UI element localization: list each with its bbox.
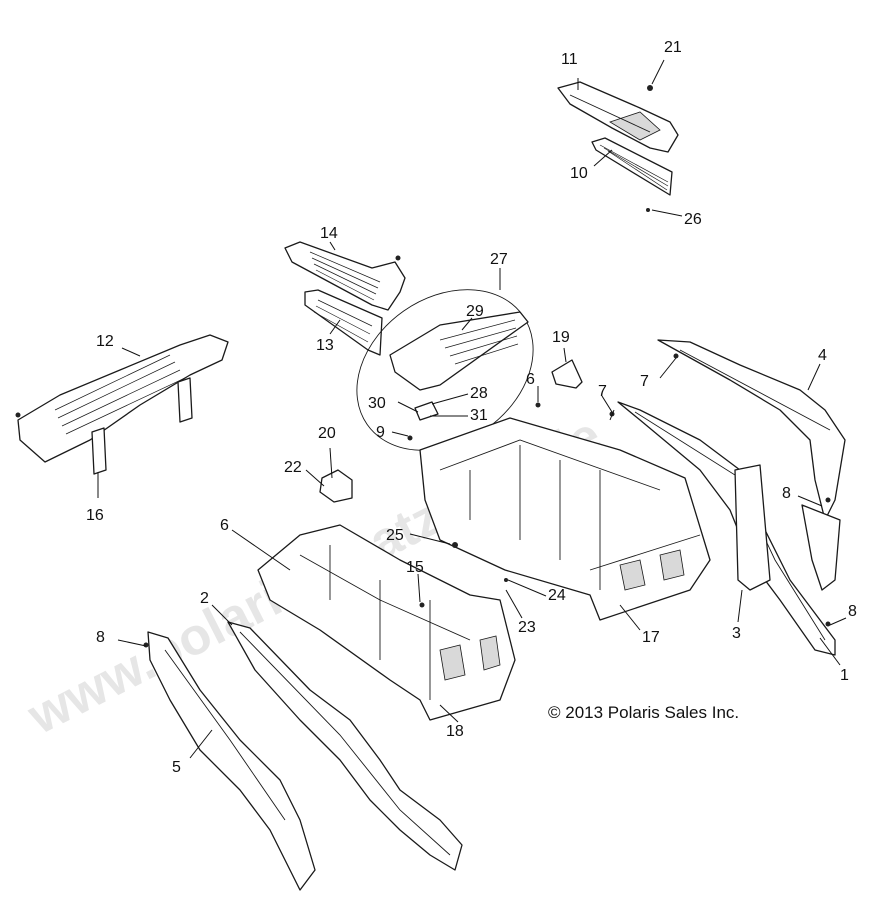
part-4-side-panel xyxy=(657,339,846,521)
callout-27: 27 xyxy=(490,251,508,268)
callout-8-far-right: 8 xyxy=(848,603,857,620)
part-18-floor xyxy=(257,524,516,721)
copyright-notice: © 2013 Polaris Sales Inc. xyxy=(548,703,739,722)
part-27-storage-group xyxy=(356,289,534,451)
callout-11: 11 xyxy=(561,51,578,68)
callout-24: 24 xyxy=(548,587,566,604)
callout-labels: 11 21 10 26 14 13 12 16 27 29 28 30 31 9… xyxy=(86,39,857,776)
callout-16: 16 xyxy=(86,507,104,524)
part-3-bracket xyxy=(734,464,771,591)
callout-4: 4 xyxy=(818,347,827,364)
part-14-upper-duct xyxy=(284,241,406,311)
callout-19: 19 xyxy=(552,329,570,346)
callout-2: 2 xyxy=(200,590,209,607)
part-19-bracket xyxy=(551,359,583,389)
callout-6-upper: 6 xyxy=(526,371,535,388)
callout-23: 23 xyxy=(518,619,536,636)
callout-28: 28 xyxy=(470,385,488,402)
callout-5: 5 xyxy=(172,759,181,776)
callout-20: 20 xyxy=(318,425,336,442)
fastener-26 xyxy=(646,208,650,212)
callout-10: 10 xyxy=(570,165,588,182)
callout-6-lower: 6 xyxy=(220,517,229,534)
callout-29: 29 xyxy=(466,303,484,320)
callout-25: 25 xyxy=(386,527,404,544)
callout-1: 1 xyxy=(840,667,849,684)
part-20-bracket xyxy=(319,469,353,503)
callout-31: 31 xyxy=(470,407,488,424)
callout-17: 17 xyxy=(642,629,660,646)
callout-26: 26 xyxy=(684,211,702,228)
callout-22: 22 xyxy=(284,459,302,476)
leader-lines xyxy=(97,59,847,759)
part-12-dash-assembly xyxy=(15,334,229,475)
callout-21: 21 xyxy=(664,39,682,56)
callout-14: 14 xyxy=(320,225,338,242)
callout-3: 3 xyxy=(732,625,741,642)
callout-13: 13 xyxy=(316,337,334,354)
part-17-cargo-box xyxy=(419,417,711,621)
part-11-upper-panel xyxy=(557,81,679,153)
part-13-lower-duct xyxy=(304,289,383,356)
part-8-right-bracket xyxy=(801,504,841,591)
fastener-21 xyxy=(647,85,653,91)
callout-12: 12 xyxy=(96,333,114,350)
callout-18: 18 xyxy=(446,723,464,740)
callout-7-right: 7 xyxy=(640,373,649,390)
callout-8-left: 8 xyxy=(96,629,105,646)
callout-15: 15 xyxy=(406,559,424,576)
callout-9: 9 xyxy=(376,424,385,441)
fasteners xyxy=(143,353,831,648)
part-2-rail xyxy=(227,621,463,871)
callout-8-right: 8 xyxy=(782,485,791,502)
callout-30: 30 xyxy=(368,395,386,412)
part-5-side-panel xyxy=(147,631,316,891)
callout-7-left: 7 xyxy=(598,383,607,400)
